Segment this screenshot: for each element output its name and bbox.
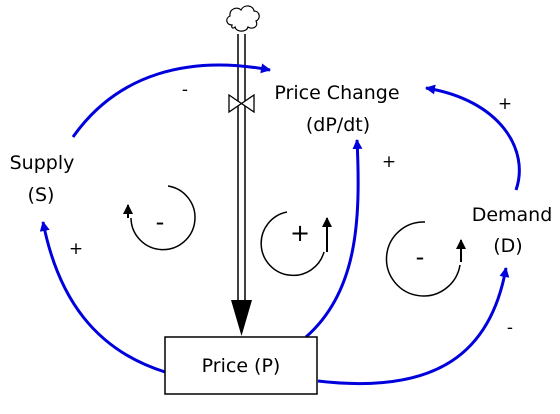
loop-sign-demand: - <box>416 243 425 271</box>
loop-indicator-demand: - <box>385 221 466 297</box>
loop-sign-price: + <box>290 219 310 247</box>
loop-sign-supply: - <box>156 208 165 236</box>
link-demand-to-price-change <box>425 84 521 191</box>
demand-label: Demand <box>472 204 553 226</box>
stock-price-label: Price (P) <box>202 355 281 377</box>
link-price-to-supply <box>39 221 166 374</box>
supply-symbol: (S) <box>28 184 55 206</box>
link-price-to-demand <box>317 267 510 386</box>
link-sign-price-to-demand: - <box>507 318 513 338</box>
loop-indicator-supply: - <box>123 185 196 251</box>
price-change-label: Price Change <box>274 82 399 104</box>
demand-symbol: (D) <box>493 235 522 257</box>
stock-price-box <box>164 336 318 395</box>
flow-arrowhead <box>231 300 252 336</box>
loop-indicator-price: + <box>260 211 332 277</box>
link-price-to-price-change <box>305 139 363 339</box>
valve-icon <box>228 93 255 114</box>
link-sign-demand-to-price-change: + <box>498 94 512 114</box>
cloud-icon <box>226 5 260 32</box>
price-change-unit: (dP/dt) <box>306 114 370 136</box>
link-sign-price-to-price-change: + <box>382 152 396 172</box>
supply-label: Supply <box>10 152 75 174</box>
link-supply-to-price-change <box>71 63 271 138</box>
link-sign-price-to-supply: + <box>69 239 83 259</box>
link-sign-supply-to-price-change: - <box>182 80 188 100</box>
